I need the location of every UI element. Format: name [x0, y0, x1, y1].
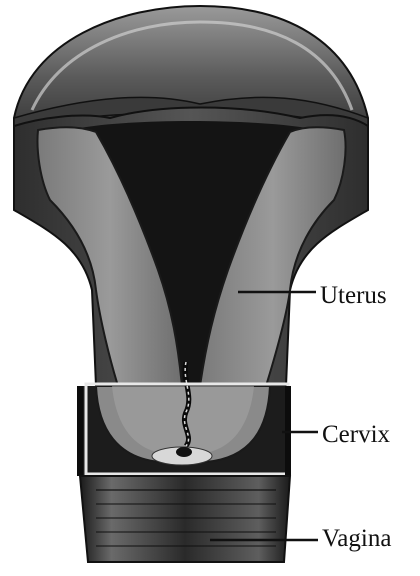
vagina-label: Vagina [322, 526, 391, 551]
uterus-body [14, 108, 368, 387]
uterus-label: Uterus [320, 283, 387, 308]
cervix-label: Cervix [322, 422, 390, 447]
vagina [80, 476, 290, 562]
